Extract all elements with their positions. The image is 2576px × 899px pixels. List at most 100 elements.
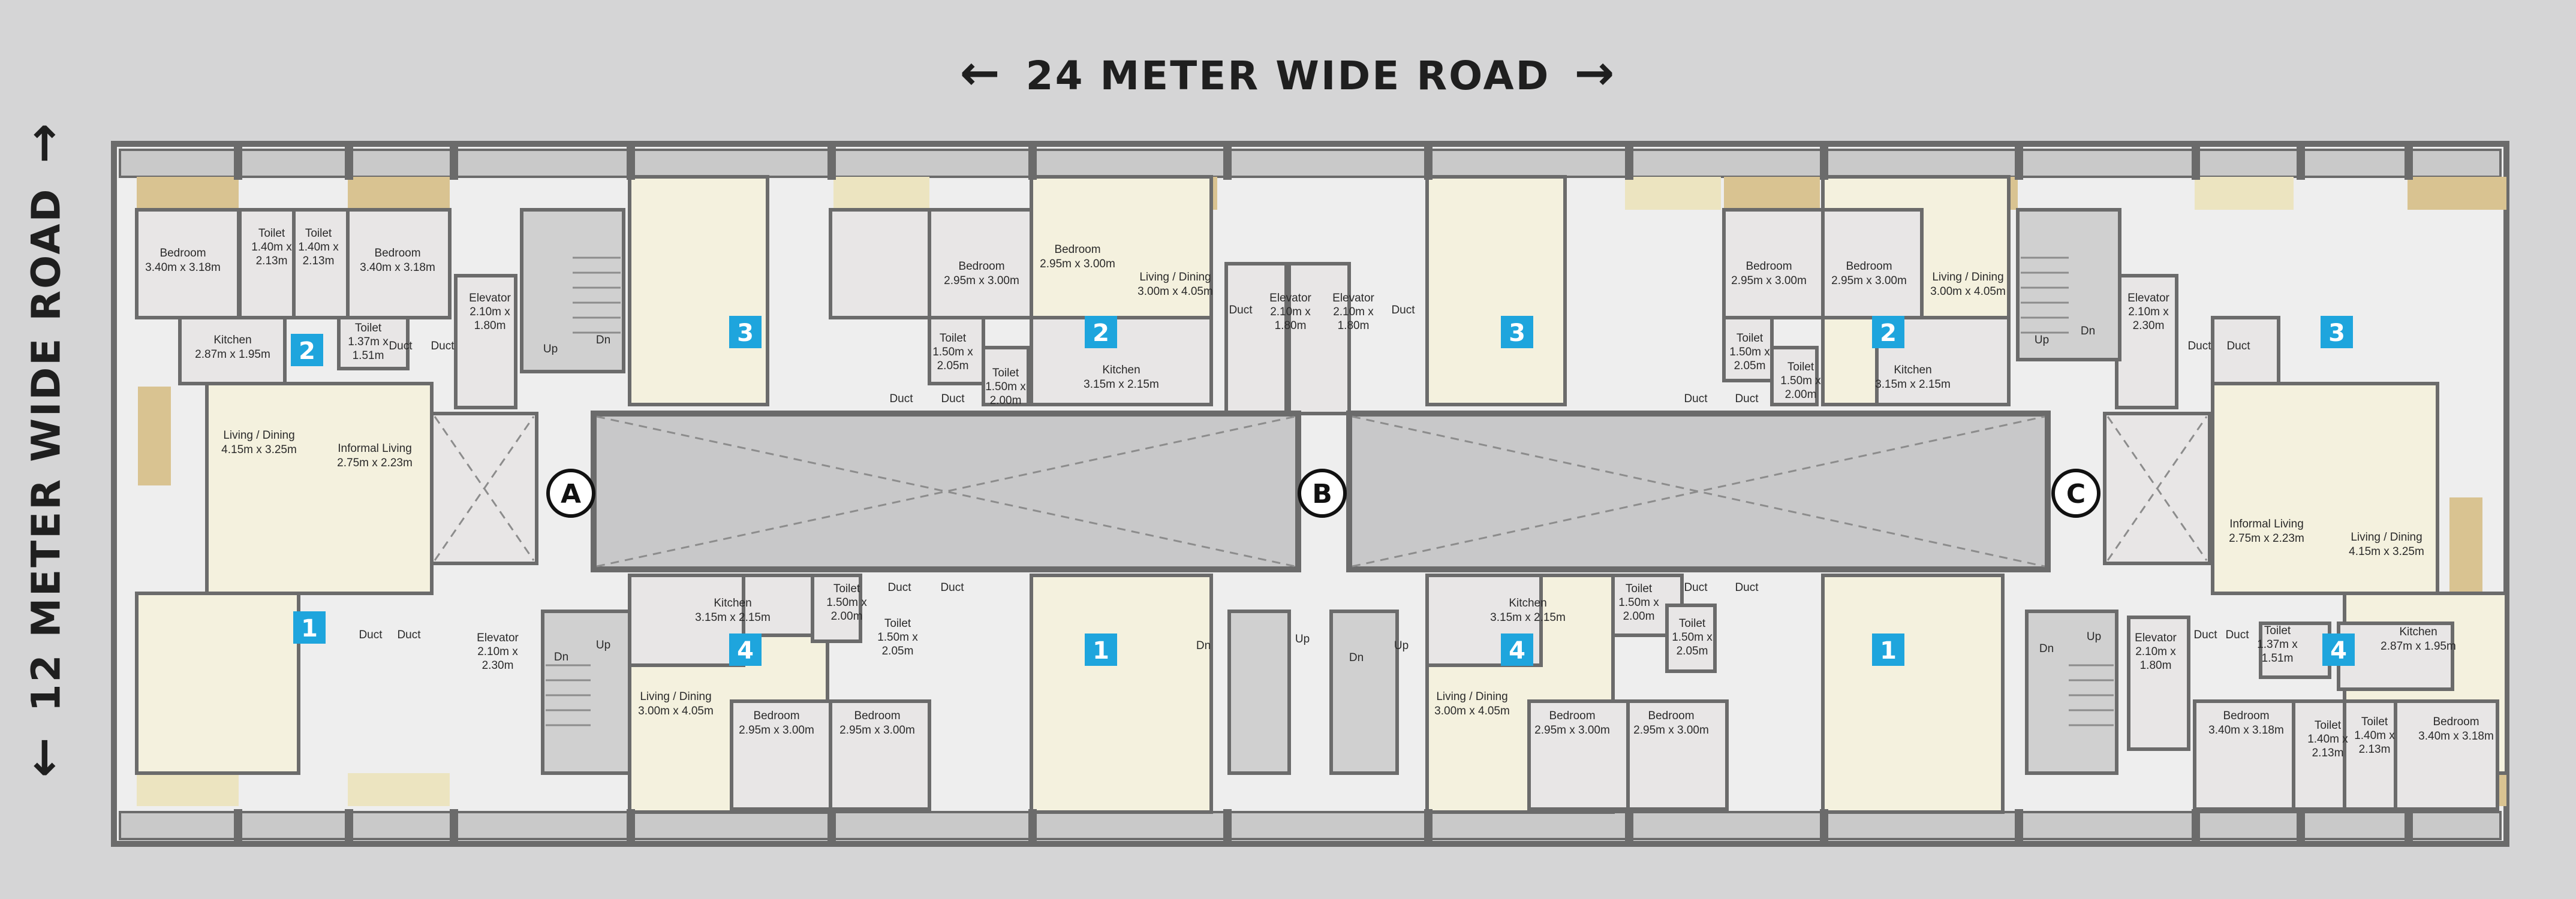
svg-text:Bedroom: Bedroom — [160, 247, 206, 260]
svg-text:2.87m x 1.95m: 2.87m x 1.95m — [195, 348, 270, 361]
svg-text:2: 2 — [299, 337, 315, 365]
svg-text:1.37m x: 1.37m x — [2257, 638, 2298, 651]
svg-text:Duct: Duct — [940, 581, 964, 594]
svg-text:4: 4 — [1509, 637, 1525, 665]
svg-text:2.10m x: 2.10m x — [470, 306, 510, 318]
svg-text:1: 1 — [1880, 637, 1897, 665]
unit-badge-2-a: 2 — [1085, 316, 1117, 348]
svg-text:1.50m x: 1.50m x — [1729, 346, 1770, 358]
svg-text:Up: Up — [1394, 639, 1409, 652]
svg-text:2.30m: 2.30m — [482, 659, 514, 672]
svg-text:Living / Dining: Living / Dining — [223, 429, 294, 442]
svg-text:3.15m x 2.15m: 3.15m x 2.15m — [695, 611, 771, 624]
svg-text:3: 3 — [2328, 319, 2345, 347]
svg-text:1.50m x: 1.50m x — [877, 631, 918, 644]
top-road-text: 24 METER WIDE ROAD — [1025, 53, 1551, 99]
svg-text:1.40m x: 1.40m x — [2307, 733, 2348, 746]
svg-text:2.95m x 3.00m: 2.95m x 3.00m — [1831, 274, 1907, 287]
svg-text:1.80m: 1.80m — [1275, 319, 1307, 332]
svg-text:2: 2 — [1093, 319, 1109, 347]
svg-text:Dn: Dn — [1196, 639, 1211, 652]
svg-text:1: 1 — [1093, 637, 1109, 665]
svg-text:2.95m x 3.00m: 2.95m x 3.00m — [944, 274, 1019, 287]
svg-text:Toilet: Toilet — [2361, 716, 2388, 728]
svg-text:Bedroom: Bedroom — [854, 710, 900, 722]
bottom-balcony-strip — [119, 811, 2502, 840]
core-marker-b: B — [1298, 469, 1347, 518]
top-balcony-strip — [119, 149, 2502, 178]
svg-text:Living / Dining: Living / Dining — [1139, 271, 1211, 283]
svg-text:1.50m x: 1.50m x — [1780, 375, 1821, 387]
svg-text:Bedroom: Bedroom — [958, 260, 1004, 273]
svg-text:Up: Up — [2087, 630, 2101, 643]
svg-text:3.00m x 4.05m: 3.00m x 4.05m — [1137, 285, 1213, 298]
svg-text:Toilet: Toilet — [2264, 625, 2291, 637]
svg-text:Toilet: Toilet — [833, 583, 860, 595]
left-arrow-icon: ← — [959, 45, 1002, 101]
svg-text:1.51m: 1.51m — [353, 349, 384, 362]
svg-text:1.50m x: 1.50m x — [932, 346, 973, 358]
svg-text:Toilet: Toilet — [1679, 617, 1706, 630]
svg-text:2.95m x 3.00m: 2.95m x 3.00m — [1633, 724, 1709, 737]
svg-text:1.40m x: 1.40m x — [298, 241, 339, 254]
corridor-right — [1346, 411, 2051, 572]
svg-text:3.15m x 2.15m: 3.15m x 2.15m — [1875, 378, 1951, 391]
svg-text:2.00m: 2.00m — [990, 394, 1022, 407]
svg-text:Elevator: Elevator — [1269, 292, 1311, 304]
svg-text:1.50m x: 1.50m x — [1618, 596, 1659, 609]
svg-text:Duct: Duct — [397, 629, 421, 641]
svg-text:Kitchen: Kitchen — [1102, 364, 1140, 376]
unit-badge-2-left: 2 — [291, 334, 323, 366]
svg-text:Duct: Duct — [1684, 393, 1708, 405]
svg-text:Duct: Duct — [889, 393, 913, 405]
svg-text:Duct: Duct — [389, 340, 413, 352]
svg-text:Toilet: Toilet — [258, 227, 285, 240]
svg-text:2.00m: 2.00m — [831, 610, 863, 623]
unit-badge-4-a: 4 — [729, 633, 762, 666]
svg-text:Toilet: Toilet — [940, 332, 967, 345]
svg-text:2.13m: 2.13m — [303, 255, 335, 267]
svg-text:Duct: Duct — [1229, 304, 1253, 316]
svg-text:Bedroom: Bedroom — [2433, 716, 2479, 728]
svg-text:Duct: Duct — [1735, 581, 1759, 594]
svg-text:Duct: Duct — [359, 629, 383, 641]
svg-text:Up: Up — [543, 343, 558, 355]
svg-text:Bedroom: Bedroom — [374, 247, 420, 260]
svg-text:Kitchen: Kitchen — [1509, 597, 1546, 610]
svg-text:2.05m: 2.05m — [882, 645, 914, 657]
corridor-left — [591, 411, 1301, 572]
svg-text:1.40m x: 1.40m x — [2354, 729, 2395, 742]
svg-text:Toilet: Toilet — [884, 617, 911, 630]
svg-text:Elevator: Elevator — [2135, 632, 2177, 644]
svg-text:Toilet: Toilet — [305, 227, 332, 240]
stairs — [520, 208, 2121, 775]
svg-text:3.00m x 4.05m: 3.00m x 4.05m — [1434, 705, 1510, 717]
svg-text:1.80m: 1.80m — [474, 319, 506, 332]
stair-treads — [546, 257, 2114, 726]
svg-text:2.30m: 2.30m — [2133, 319, 2165, 332]
svg-text:2.10m x: 2.10m x — [2128, 306, 2169, 318]
svg-text:3.00m x 4.05m: 3.00m x 4.05m — [1930, 285, 2006, 298]
svg-text:3.40m x 3.18m: 3.40m x 3.18m — [2208, 724, 2284, 737]
svg-text:Up: Up — [1295, 633, 1310, 645]
right-arrow-icon: → — [1574, 45, 1617, 101]
svg-text:Bedroom: Bedroom — [1648, 710, 1694, 722]
svg-text:4: 4 — [737, 637, 754, 665]
svg-text:Kitchen: Kitchen — [213, 334, 251, 346]
svg-text:1.50m x: 1.50m x — [826, 596, 867, 609]
svg-text:Duct: Duct — [2187, 340, 2211, 352]
svg-text:Living / Dining: Living / Dining — [1436, 690, 1507, 703]
corridors — [591, 411, 2051, 572]
rooms — [135, 208, 2499, 811]
svg-text:Duct: Duct — [941, 393, 965, 405]
core-marker-a: A — [546, 469, 595, 518]
svg-text:Toilet: Toilet — [992, 367, 1019, 379]
unit-badge-3-b: 3 — [1501, 316, 1533, 348]
svg-text:2.05m: 2.05m — [1734, 360, 1766, 372]
svg-text:Dn: Dn — [2081, 325, 2095, 337]
svg-text:Bedroom: Bedroom — [753, 710, 799, 722]
svg-text:Elevator: Elevator — [2127, 292, 2169, 304]
svg-text:Toilet: Toilet — [1787, 361, 1814, 373]
svg-text:Living / Dining: Living / Dining — [1932, 271, 2003, 283]
